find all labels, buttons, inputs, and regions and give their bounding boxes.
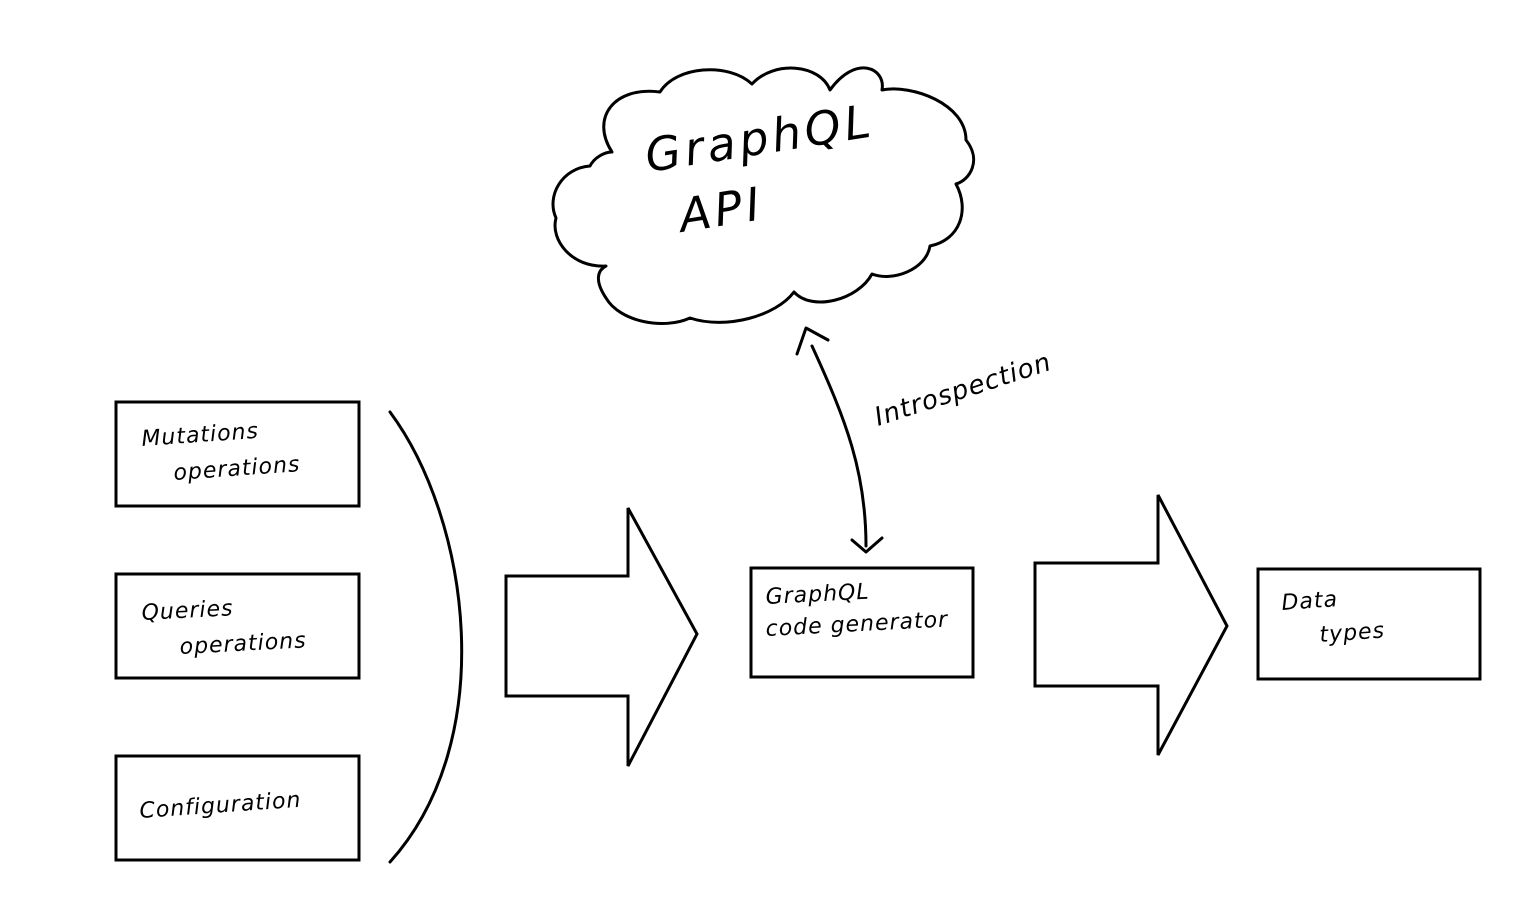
- box-label-line1: GraphQL: [765, 580, 870, 610]
- block-arrow-to-output: [1033, 494, 1229, 756]
- cloud-title-line1: GraphQL: [641, 93, 878, 182]
- introspection-label: Introspection: [871, 347, 1055, 432]
- input-box-queries: Queries operations: [114, 572, 361, 680]
- arrowhead-down: [850, 536, 884, 554]
- box-outline: [749, 566, 975, 679]
- box-label-line1: Queries: [141, 596, 234, 626]
- box-outline: [114, 572, 361, 680]
- box-outline: [114, 754, 361, 862]
- cloud-title-line2: API: [672, 176, 767, 243]
- arrowhead-up: [795, 326, 830, 356]
- code-generator-box: GraphQL code generator: [749, 566, 975, 679]
- block-arrow-to-generator: [504, 507, 699, 767]
- data-types-box: Data types: [1256, 567, 1482, 681]
- box-outline: [114, 400, 361, 508]
- box-label-line1: Data: [1281, 587, 1339, 616]
- cloud-outline: [551, 66, 976, 325]
- graphql-api-cloud: GraphQL API: [551, 66, 976, 325]
- input-box-configuration: Configuration: [114, 754, 361, 862]
- introspection-connector: Introspection: [795, 326, 1055, 554]
- introspection-arrow-line: [810, 344, 868, 548]
- input-box-mutations: Mutations operations: [114, 400, 361, 508]
- grouping-bracket: [388, 410, 464, 864]
- box-outline: [1256, 567, 1482, 681]
- box-label-line2: types: [1319, 618, 1386, 648]
